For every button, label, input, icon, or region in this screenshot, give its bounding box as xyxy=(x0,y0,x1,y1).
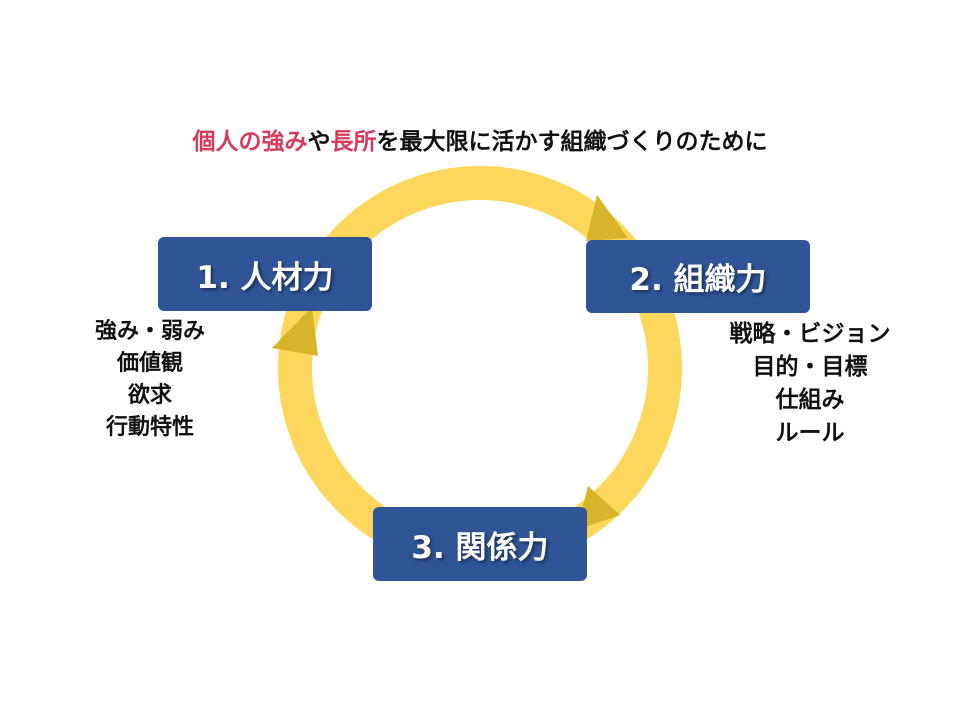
title-accent-merits: 長所 xyxy=(330,129,377,155)
list-item: 価値観 xyxy=(116,351,183,376)
box-relationship: 3. 関係力 xyxy=(373,507,587,581)
list-item: 欲求 xyxy=(127,383,172,408)
list-item: 戦略・ビジョン xyxy=(729,321,891,347)
arrow-left xyxy=(272,307,318,356)
list-item: 強み・弱み xyxy=(94,319,205,344)
list-item: 仕組み xyxy=(775,387,845,413)
diagram-title: 個人の強みや長所を最大限に活かす組織づくりのために xyxy=(0,122,960,156)
list-item: 目的・目標 xyxy=(752,354,868,380)
title-rest: を最大限に活かす組織づくりのために xyxy=(376,129,768,155)
box-human-resources: 1. 人材力 xyxy=(158,237,372,311)
arrow-bottom-right xyxy=(577,486,620,530)
list-item: 行動特性 xyxy=(105,415,194,440)
title-connector: や xyxy=(307,129,331,155)
list-human-resources-items: 強み・弱み 価値観 欲求 行動特性 xyxy=(60,316,240,444)
box-relationship-label: 3. 関係力 xyxy=(411,529,549,566)
list-organization-items: 戦略・ビジョン 目的・目標 仕組み ルール xyxy=(700,318,920,450)
box-human-resources-label: 1. 人材力 xyxy=(196,259,334,296)
title-accent-strengths: 個人の強み xyxy=(192,129,308,155)
box-organization: 2. 組織力 xyxy=(586,240,810,313)
list-item: ルール xyxy=(775,420,845,446)
arrow-top-right xyxy=(586,195,628,241)
box-organization-label: 2. 組織力 xyxy=(629,262,767,298)
